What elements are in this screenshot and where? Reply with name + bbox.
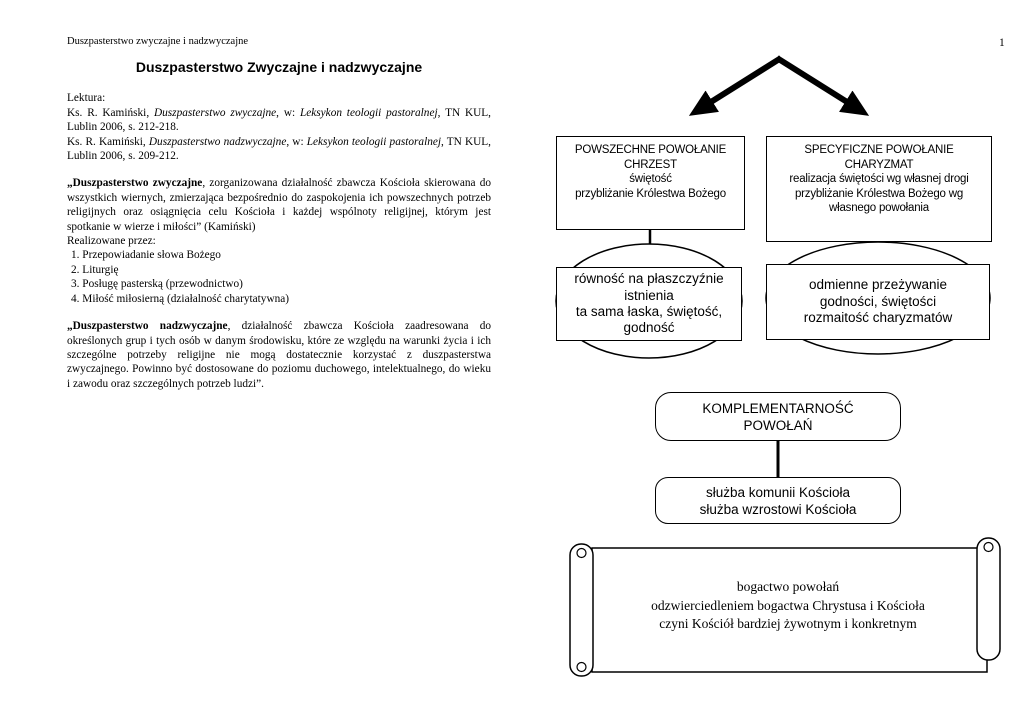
realizowane-label: Realizowane przez: [67, 235, 156, 248]
ref2-in: , w: [286, 135, 307, 148]
arrow-to-powszechne [688, 55, 783, 116]
box-line: świętość [629, 173, 672, 186]
box-line: CHRZEST [624, 158, 677, 171]
box-line: istnienia [624, 287, 674, 303]
quote-nadzwyczajne-lead: „Duszpasterstwo nadzwyczajne [67, 320, 228, 333]
box-line: POWOŁAŃ [743, 417, 813, 433]
box-line: KOMPLEMENTARNOŚĆ [702, 400, 854, 416]
page-number: 1 [999, 37, 1005, 49]
scroll-line: czyni Kościół bardziej żywotnym i konkre… [659, 616, 917, 631]
box-line: odmienne przeżywanie [808, 277, 948, 293]
quote-zwyczajne-text: , zorganizowana działalność zbawcza Kośc… [67, 177, 491, 233]
reference-1: Ks. R. Kamiński, Duszpasterstwo zwyczajn… [67, 106, 491, 135]
box-powszechne-powolanie: POWSZECHNE POWOŁANIE CHRZEST świętość pr… [556, 136, 745, 230]
scroll-left-top-curl [576, 547, 587, 559]
running-header: Duszpasterstwo zwyczajne i nadzwyczajne [67, 36, 249, 47]
arrow-to-specyficzne [775, 55, 870, 116]
zwyczajne-section: „Duszpasterstwo zwyczajne, zorganizowana… [67, 176, 491, 306]
box-line: POWSZECHNE POWOŁANIE [574, 144, 727, 156]
scroll-left-roll [569, 543, 594, 677]
ref2-author: Ks. R. Kamiński, [67, 135, 149, 148]
box-sluzba: służba komunii Kościoła służba wzrostowi… [655, 477, 901, 524]
ref1-book: Leksykon teologii pastoralnej [299, 106, 438, 119]
reference-2: Ks. R. Kamiński, Duszpasterstwo nadzwycz… [67, 135, 491, 164]
scroll-right-roll [976, 537, 1001, 661]
ref2-title: Duszpasterstwo nadzwyczajne [148, 135, 287, 148]
box-line: ta sama łaska, świętość, [575, 304, 723, 319]
box-line: SPECYFICZNE POWOŁANIE [804, 144, 954, 156]
ref1-author: Ks. R. Kamiński, [67, 106, 154, 119]
box-line: służba wzrostowi Kościoła [699, 501, 857, 517]
box-line: realizacja świętości wg własnej drogi [789, 173, 969, 186]
box-line: godność [623, 320, 675, 336]
lektura-section: Lektura: Ks. R. Kamiński, Duszpasterstwo… [67, 91, 491, 163]
box-line: godności, świętości [819, 293, 937, 309]
box-specyficzne-powolanie: SPECYFICZNE POWOŁANIE CHARYZMAT realizac… [766, 136, 992, 242]
ref1-title: Duszpasterstwo zwyczajne [153, 106, 277, 119]
quote-nadzwyczajne: „Duszpasterstwo nadzwyczajne, działalnoś… [67, 319, 491, 391]
quote-zwyczajne-lead: „Duszpasterstwo zwyczajne [67, 177, 203, 190]
box-line: służba komunii Kościoła [705, 484, 851, 500]
box-komplementarnosc: KOMPLEMENTARNOŚĆ POWOŁAŃ [655, 392, 901, 441]
scroll-text: bogactwo powołań odzwierciedleniem bogac… [598, 578, 978, 634]
scroll-line: odzwierciedleniem bogactwa Chrystusa i K… [651, 597, 925, 613]
box-rownosc-istnienia: równość na płaszczyźnie istnienia ta sam… [556, 267, 742, 341]
lektura-label: Lektura: [67, 92, 106, 105]
document-title: Duszpasterstwo Zwyczajne i nadzwyczajne [135, 59, 423, 75]
ref1-publisher: , TN KUL, Lublin 2006, s. 212-218. [67, 106, 491, 134]
ref2-publisher: , TN KUL, Lublin 2006, s. 209-212. [67, 135, 491, 163]
ref1-in: , w: [276, 106, 300, 119]
box-line: własnego powołania [829, 202, 929, 215]
box-line: przybliżanie Królestwa Bożego wg [794, 187, 964, 200]
scroll-left-bottom-curl [576, 661, 587, 673]
article-body: Duszpasterstwo Zwyczajne i nadzwyczajne … [67, 60, 491, 404]
realizowane-item: 3. Posługę pasterską (przewodnictwo) [71, 278, 243, 291]
realizowane-item: 1. Przepowiadanie słowa Bożego [71, 249, 221, 262]
box-line: równość na płaszczyźnie [574, 271, 724, 287]
box-line: CHARYZMAT [844, 158, 914, 171]
scroll-line: bogactwo powołań [736, 579, 840, 594]
box-odmienne-przezywanie: odmienne przeżywanie godności, świętości… [766, 264, 990, 340]
nadzwyczajne-section: „Duszpasterstwo nadzwyczajne, działalnoś… [67, 319, 491, 391]
realizowane-item: 2. Liturgię [71, 263, 119, 276]
quote-nadzwyczajne-text: , działalność zbawcza Kościoła zaadresow… [67, 320, 491, 390]
quote-zwyczajne: „Duszpasterstwo zwyczajne, zorganizowana… [67, 176, 491, 234]
realizowane-item: 4. Miłość miłosierną (działalność charyt… [71, 292, 290, 305]
box-line: rozmaitość charyzmatów [803, 310, 953, 326]
scroll-right-curl [983, 541, 994, 553]
ref2-book: Leksykon teologii pastoralnej [306, 135, 442, 148]
box-line: przybliżanie Królestwa Bożego [575, 187, 726, 200]
